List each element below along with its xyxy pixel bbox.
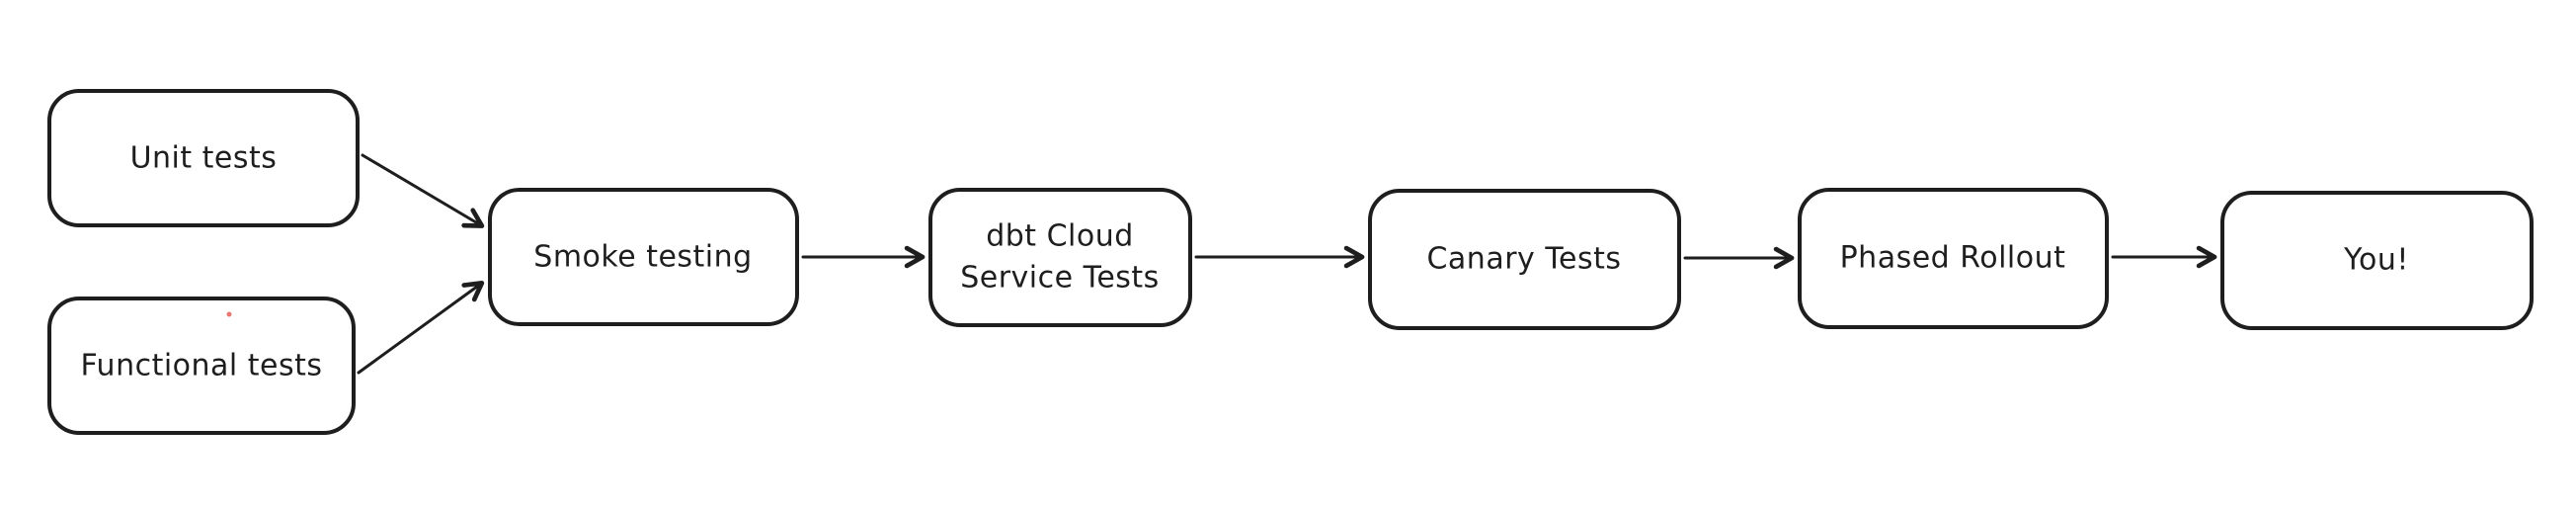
node-functional-tests: Functional tests (47, 297, 356, 435)
unit-tests-label: Unit tests (130, 141, 278, 176)
arrow-unit-tests-to-smoke-testing (361, 153, 485, 228)
dbt-cloud-service-tests-box (928, 188, 1192, 327)
node-you: You! (2220, 191, 2534, 330)
red-marker-dot (226, 311, 232, 317)
node-phased-rollout: Phased Rollout (1798, 188, 2109, 329)
unit-tests-box (47, 89, 360, 227)
functional-tests-label: Functional tests (80, 349, 322, 383)
phased-rollout-box (1798, 188, 2109, 329)
node-dbt-cloud-service-tests: dbt Cloud Service Tests (928, 188, 1192, 327)
node-canary-tests: Canary Tests (1368, 189, 1681, 330)
edges-layer (357, 153, 2217, 375)
dbt-cloud-service-tests-label-line2: Service Tests (960, 261, 1160, 296)
phased-rollout-label: Phased Rollout (1840, 241, 2066, 276)
you-label: You! (2343, 243, 2409, 278)
smoke-testing-label: Smoke testing (533, 240, 752, 275)
canary-tests-label: Canary Tests (1426, 242, 1621, 277)
arrow-functional-tests-to-smoke-testing (357, 281, 485, 375)
nodes-layer: Unit tests Functional tests Smoke testin… (47, 89, 2534, 435)
dbt-cloud-service-tests-label-line1: dbt Cloud (986, 219, 1134, 254)
functional-tests-box (47, 297, 356, 435)
node-unit-tests: Unit tests (47, 89, 360, 227)
canary-tests-box (1368, 189, 1681, 330)
smoke-testing-box (488, 188, 799, 326)
you-box (2220, 191, 2534, 330)
node-smoke-testing: Smoke testing (488, 188, 799, 326)
